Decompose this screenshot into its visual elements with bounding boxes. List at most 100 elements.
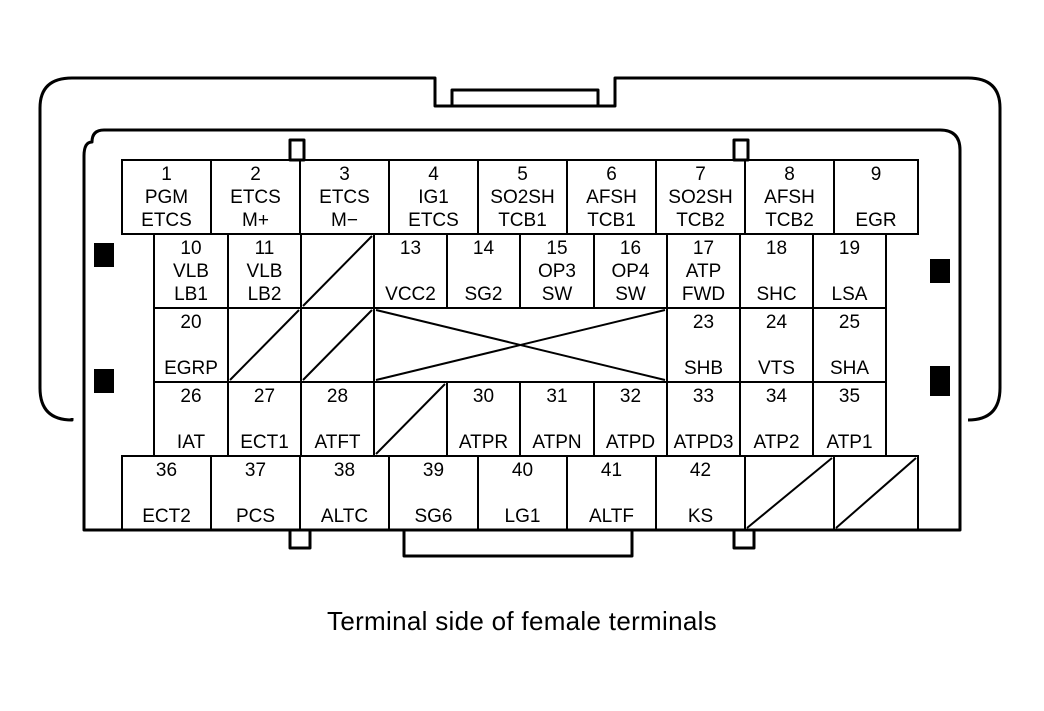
left-latch-lower (94, 369, 114, 393)
terminal-label-line1: IG1 (418, 187, 449, 208)
terminal-number: 37 (245, 460, 266, 481)
terminal-label-line1: AFSH (586, 187, 637, 208)
terminal-number: 20 (180, 312, 201, 333)
bottom-tab-left (288, 528, 312, 550)
left-latch-upper (94, 243, 114, 267)
terminal-empty (227, 307, 302, 383)
terminal-label-line2: LG1 (505, 506, 541, 527)
terminal-label-line2: M+ (242, 210, 269, 231)
terminal-label-line2: LSA (832, 284, 868, 305)
unused-slash (302, 309, 373, 381)
terminal-number: 27 (254, 386, 275, 407)
terminal-label-line2: ETCS (408, 210, 459, 231)
terminal-number: 5 (517, 164, 528, 185)
unused-slash (835, 457, 917, 529)
unused-slash (229, 309, 300, 381)
terminal-label-line2: PCS (236, 506, 275, 527)
terminal-label-line2: VCC2 (385, 284, 436, 305)
terminal-label-line2: ATP1 (826, 432, 872, 453)
terminal-number: 10 (180, 238, 201, 259)
terminal-number: 11 (255, 238, 275, 259)
terminal-label-line2: SG6 (414, 506, 452, 527)
terminal-number: 17 (693, 238, 714, 259)
terminal-label-line2: EGR (855, 210, 896, 231)
terminal-label-line2: ETCS (141, 210, 192, 231)
terminal-label-line2: ATPD3 (674, 432, 734, 453)
terminal-grid: 1PGMETCS2ETCSM+3ETCSM−4IG1ETCS5SO2SHTCB1… (121, 159, 919, 531)
terminal-label-line2: IAT (177, 432, 206, 453)
terminal-number: 32 (620, 386, 641, 407)
terminal-label-line2: M− (331, 210, 358, 231)
terminal-label-line2: ATPD (606, 432, 655, 453)
terminal-label-line1: VLB (173, 261, 209, 282)
terminal-label-line1: SO2SH (490, 187, 554, 208)
terminal-label-line2: EGRP (164, 358, 218, 379)
terminal-label-line2: ALTF (589, 506, 634, 527)
terminal-label-line2: ATFT (314, 432, 360, 453)
terminal-label-line1: AFSH (764, 187, 815, 208)
right-latch-lower (930, 366, 950, 396)
terminal-number: 1 (161, 164, 172, 185)
terminal-label-line2: TCB1 (587, 210, 636, 231)
terminal-empty (744, 455, 835, 531)
terminal-empty (300, 307, 375, 383)
terminal-label-line2: SHC (756, 284, 796, 305)
terminal-number: 26 (180, 386, 201, 407)
terminal-label-line2: TCB2 (676, 210, 725, 231)
bottom-key (402, 530, 634, 558)
terminal-label-line1: OP3 (538, 261, 576, 282)
outer-hood (38, 76, 1002, 422)
connector-housing (38, 76, 1002, 558)
latch-window (450, 88, 600, 108)
bottom-tab-right (732, 528, 756, 550)
terminal-label-line2: ECT2 (142, 506, 191, 527)
terminal-label-line2: KS (688, 506, 713, 527)
top-tab-right (732, 138, 750, 162)
terminal-number: 16 (620, 238, 641, 259)
terminal-number: 24 (766, 312, 788, 333)
terminal-label-line2: LB1 (174, 284, 208, 305)
terminal-number: 4 (428, 164, 439, 185)
unused-cross-b (375, 309, 666, 381)
terminal-label-line2: SW (542, 284, 573, 305)
terminal-label-line2: ATP2 (753, 432, 799, 453)
terminal-label-line2: ATPR (459, 432, 508, 453)
terminal-number: 18 (766, 238, 787, 259)
unused-slash (302, 235, 373, 307)
unused-slash (375, 383, 446, 455)
terminal-number: 25 (839, 312, 860, 333)
unused-slash (746, 457, 833, 529)
terminal-label-line2: SHA (830, 358, 869, 379)
terminal-label-line2: SG2 (464, 284, 502, 305)
terminal-label-line2: SHB (684, 358, 723, 379)
terminal-label-line1: ETCS (319, 187, 370, 208)
